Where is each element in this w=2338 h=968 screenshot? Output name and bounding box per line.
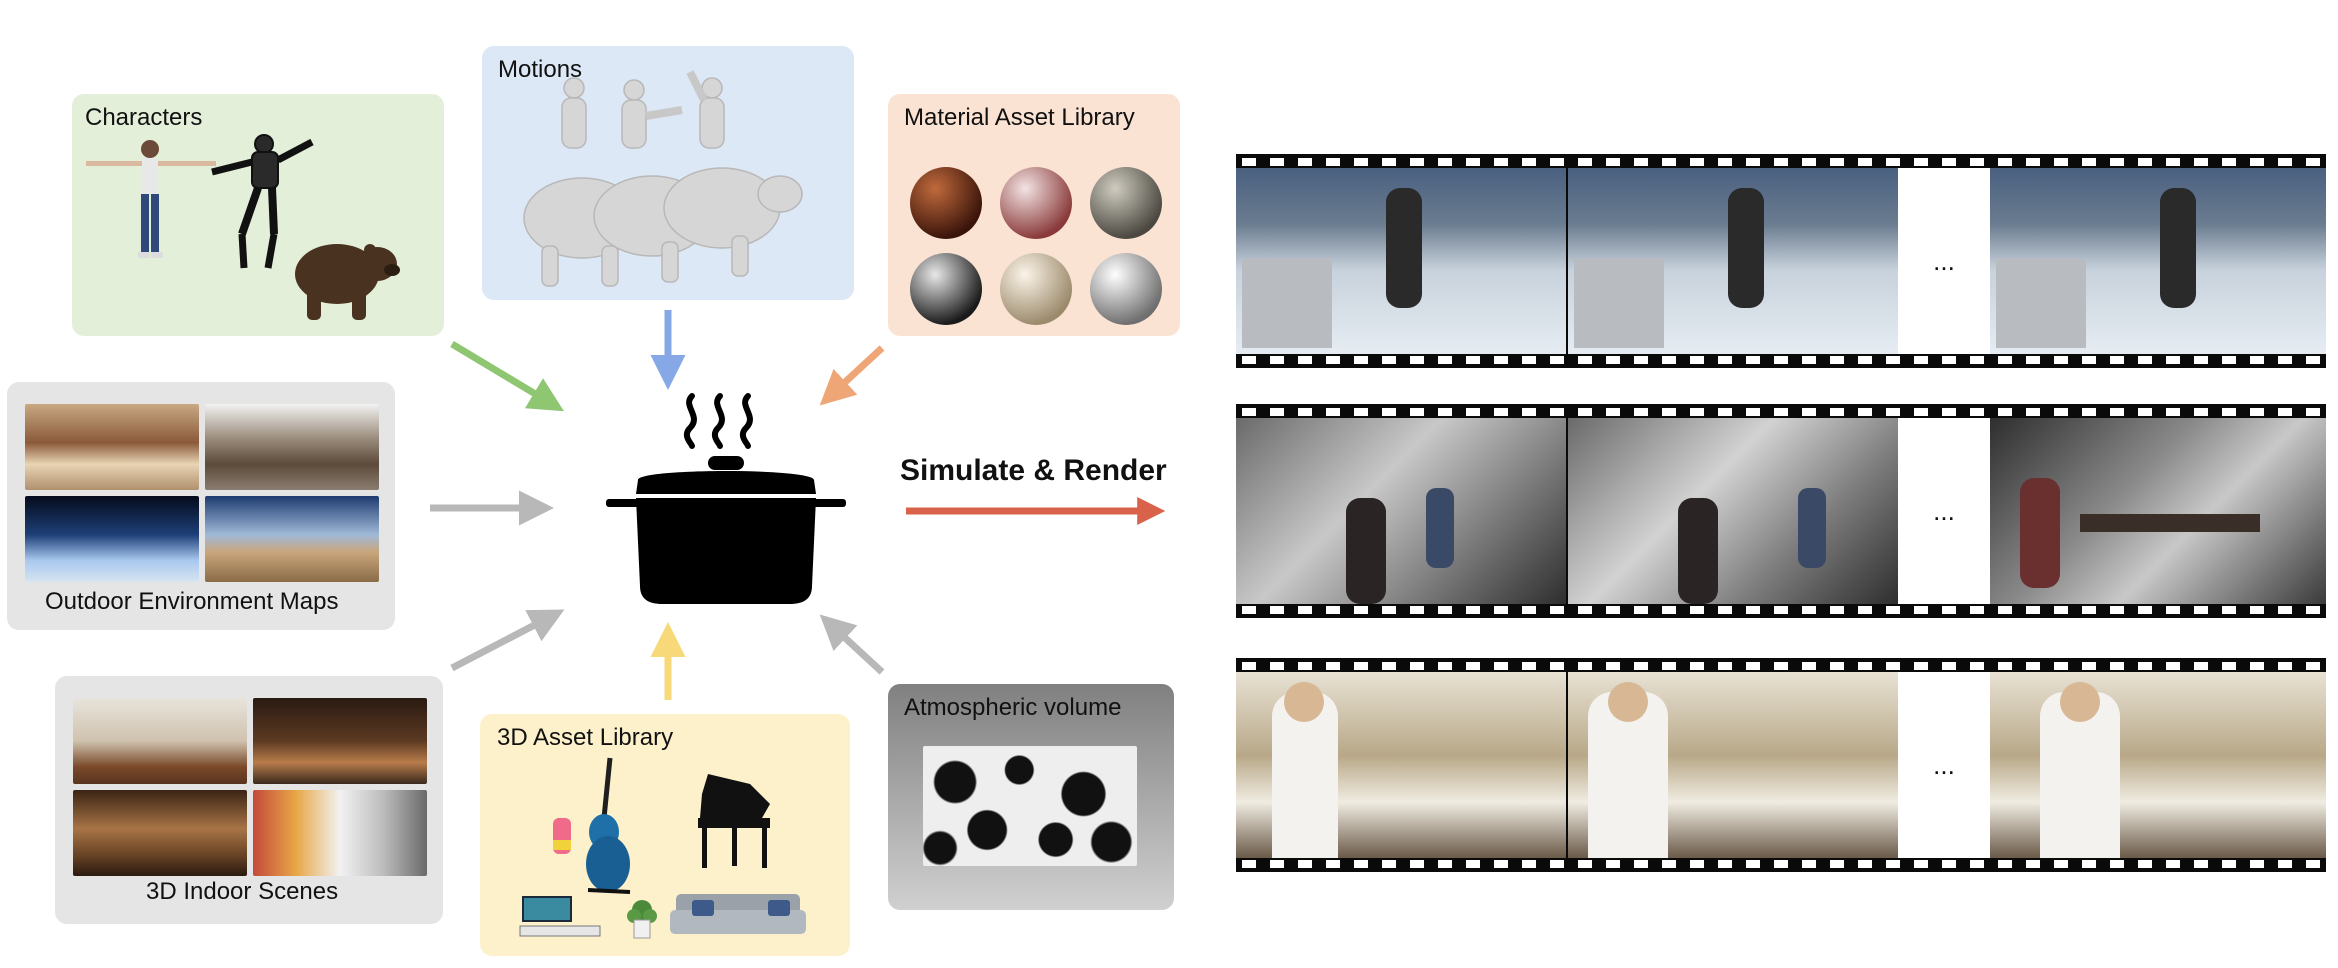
atmospheric-noise-texture xyxy=(923,746,1137,866)
sprocket-holes xyxy=(1236,606,2326,614)
video-frame xyxy=(1236,168,1566,354)
arrow-material xyxy=(819,345,885,406)
sprocket-holes xyxy=(1236,860,2326,868)
indoor-box: 3D Indoor Scenes xyxy=(55,676,443,924)
material-box: Material Asset Library xyxy=(888,94,1180,336)
pattern-material-sphere xyxy=(910,253,982,325)
motions-label: Motions xyxy=(498,56,583,83)
silver-material-sphere xyxy=(1090,253,1162,325)
sofa-asset xyxy=(670,894,806,934)
arrow-atmos xyxy=(819,614,885,675)
film-strip-snow: ... xyxy=(1236,154,2326,368)
film-strip-kitchen: ... xyxy=(1236,658,2326,872)
sprocket-holes xyxy=(1236,408,2326,416)
video-frame xyxy=(1568,418,1898,604)
outdoor-map-night-snow xyxy=(25,496,199,582)
outdoor-map-market xyxy=(205,404,379,490)
sprocket-holes xyxy=(1236,158,2326,166)
indoor-scene-kitchen xyxy=(253,790,427,876)
video-frame xyxy=(1236,418,1566,604)
cooking-pot-icon xyxy=(606,456,846,604)
marble-material-sphere xyxy=(1000,253,1072,325)
atmos-box: Atmospheric volume xyxy=(888,684,1174,910)
motions-box: Motions xyxy=(482,46,854,300)
robot-figure xyxy=(211,134,314,269)
piano-asset xyxy=(698,774,770,868)
plant-asset xyxy=(627,900,657,939)
checker-material-sphere xyxy=(1000,167,1072,239)
video-frame xyxy=(1568,672,1898,858)
frame-ellipsis: ... xyxy=(1898,672,1990,858)
frame-ellipsis: ... xyxy=(1898,168,1990,354)
outdoor-map-church xyxy=(25,404,199,490)
outdoor-label: Outdoor Environment Maps xyxy=(45,588,339,615)
guitar-asset xyxy=(586,757,631,894)
outdoor-box: Outdoor Environment Maps xyxy=(7,382,395,630)
outdoor-map-desert xyxy=(205,496,379,582)
characters-label: Characters xyxy=(85,104,203,131)
stone-material-sphere xyxy=(1090,167,1162,239)
tv-asset xyxy=(519,896,601,937)
characters-illustration xyxy=(86,134,400,320)
bear-figure xyxy=(295,244,400,320)
asset3d-label: 3D Asset Library xyxy=(497,724,674,751)
arrow-indoor xyxy=(450,609,565,672)
wood-material-sphere xyxy=(910,167,982,239)
film-strip-smoke: ... xyxy=(1236,404,2326,618)
simulate-render-label: Simulate & Render xyxy=(900,454,1167,487)
sprocket-holes xyxy=(1236,356,2326,364)
frame-ellipsis: ... xyxy=(1898,418,1990,604)
video-frame xyxy=(1568,168,1898,354)
indoor-label: 3D Indoor Scenes xyxy=(146,878,339,905)
indoor-scene-bedroom xyxy=(73,698,247,784)
characters-box: Characters xyxy=(72,94,444,336)
video-frame xyxy=(1990,418,2326,604)
asset3d-box: 3D Asset Library xyxy=(480,714,850,956)
indoor-scene-lounge xyxy=(253,698,427,784)
indoor-scene-living-room xyxy=(73,790,247,876)
video-frame xyxy=(1236,672,1566,858)
atmos-label: Atmospheric volume xyxy=(904,694,1122,721)
video-frame xyxy=(1990,672,2326,858)
human-figure xyxy=(86,140,216,258)
asset3d-illustration xyxy=(519,757,806,939)
sneaker-asset xyxy=(553,818,571,854)
steam-icon xyxy=(683,393,753,449)
video-frame xyxy=(1990,168,2326,354)
material-label: Material Asset Library xyxy=(904,104,1135,131)
arrow-characters xyxy=(450,340,565,412)
motions-illustration xyxy=(523,70,803,287)
sprocket-holes xyxy=(1236,662,2326,670)
material-spheres xyxy=(910,167,1162,325)
